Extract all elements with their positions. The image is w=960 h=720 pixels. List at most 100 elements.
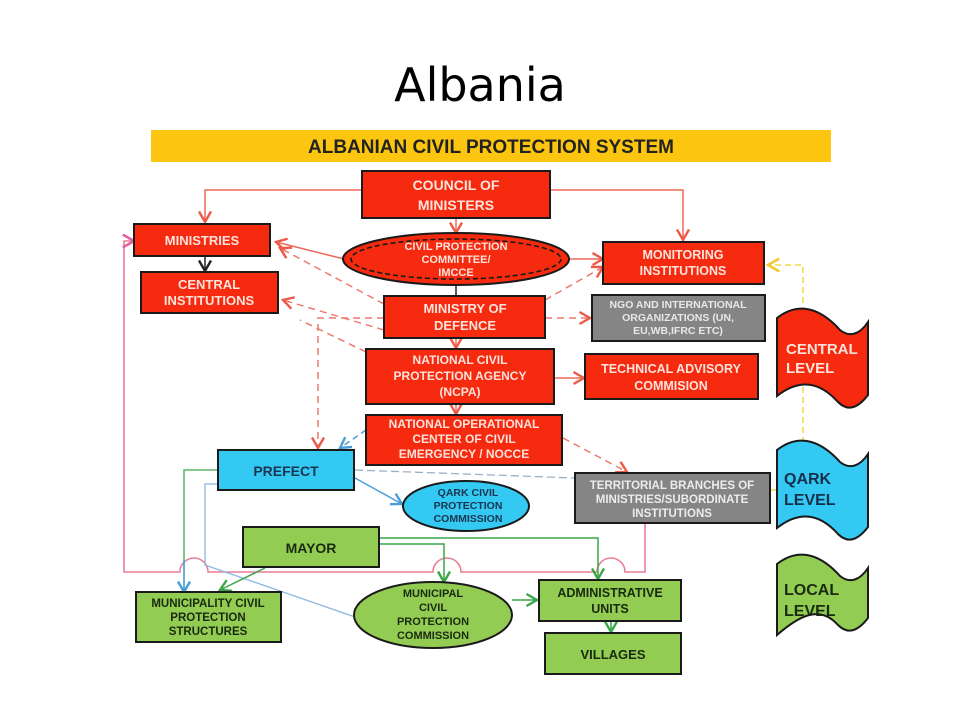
- level-flag-central: CENTRAL LEVEL: [776, 307, 869, 409]
- node-label: CENTER OF CIVIL: [412, 432, 515, 446]
- node-label: ORGANIZATIONS (UN,: [622, 312, 734, 324]
- node-label: NGO AND INTERNATIONAL: [609, 299, 747, 311]
- edge-mod-prefect: [310, 317, 384, 451]
- node-label: UNITS: [591, 602, 629, 616]
- edge-prefect-territorial: [354, 469, 576, 479]
- node-label: CIVIL PROTECTION: [404, 241, 507, 253]
- edge-mod-ministries: [277, 246, 385, 305]
- edge-mayor-municipality: [217, 567, 266, 592]
- banner: [151, 130, 831, 162]
- node-monitoring-institutions: MONITORING INSTITUTIONS: [602, 241, 765, 285]
- node-label: MINISTRIES: [165, 233, 240, 248]
- edge-nocce-prefect: [338, 429, 367, 450]
- node-municipal-commission: MUNICIPAL CIVIL PROTECTION COMMISSION: [353, 581, 513, 649]
- edge-ncpa-central: [299, 319, 367, 353]
- node-label: PROTECTION: [434, 500, 503, 512]
- node-label: PROTECTION AGENCY: [394, 369, 527, 383]
- node-label: NATIONAL OPERATIONAL: [389, 417, 540, 431]
- node-label: STRUCTURES: [169, 626, 248, 638]
- node-label: INSTITUTIONS: [632, 508, 712, 520]
- node-label: COMMISION: [634, 379, 708, 393]
- node-municipality-structures: MUNICIPALITY CIVIL PROTECTION STRUCTURES: [135, 591, 282, 643]
- node-territorial-branches: TERRITORIAL BRANCHES OF MINISTRIES/SUBORD…: [574, 472, 771, 524]
- edge-prefect-qark: [354, 477, 405, 506]
- node-label: COMMITTEE/: [421, 254, 490, 266]
- node-label: MINISTRIES/SUBORDINATE: [596, 494, 749, 506]
- node-label: EU,WB,IFRC ETC): [633, 325, 723, 337]
- level-label: LOCAL: [784, 582, 839, 599]
- node-mayor: MAYOR: [242, 526, 380, 568]
- level-label: LEVEL: [784, 603, 836, 620]
- node-label: MINISTRY OF: [423, 301, 506, 316]
- edge-committee-ministries: [273, 237, 345, 260]
- edge-mayor-commission: [379, 543, 452, 585]
- node-label: IMCCE: [438, 267, 473, 279]
- level-label: LEVEL: [786, 360, 834, 377]
- level-label: LEVEL: [784, 492, 836, 509]
- node-label: QARK CIVIL: [438, 487, 499, 499]
- node-label: MUNICIPAL: [403, 588, 464, 600]
- node-label: CIVIL: [419, 602, 447, 614]
- node-label: TECHNICAL ADVISORY: [601, 362, 741, 376]
- node-label: PROTECTION: [397, 616, 469, 628]
- node-label: MONITORING: [642, 248, 723, 262]
- node-administrative-units: ADMINISTRATIVE UNITS: [538, 579, 682, 622]
- edge-territorial-ministries-loop: [122, 233, 646, 573]
- slide-title: Albania: [394, 58, 566, 112]
- node-label: TERRITORIAL BRANCHES OF: [590, 480, 754, 492]
- node-label: PREFECT: [253, 463, 319, 479]
- node-label: EMERGENCY / NOCCE: [399, 447, 529, 461]
- edge-council-ministries: [197, 189, 362, 225]
- node-label: PROTECTION: [170, 612, 245, 624]
- node-technical-advisory: TECHNICAL ADVISORY COMMISION: [584, 353, 759, 400]
- node-label: INSTITUTIONS: [164, 293, 255, 308]
- node-label: DEFENCE: [434, 318, 496, 333]
- level-flag-qark: QARK LEVEL: [776, 439, 869, 541]
- node-label: COUNCIL OF: [413, 177, 500, 193]
- node-label: MUNICIPALITY CIVIL: [151, 598, 264, 610]
- node-label: CENTRAL: [178, 277, 240, 292]
- node-label: COMMISSION: [434, 513, 503, 525]
- node-label: ADMINISTRATIVE: [557, 586, 662, 600]
- node-label: MINISTERS: [418, 197, 494, 213]
- node-label: COMMISSION: [397, 630, 469, 642]
- node-council-of-ministers: COUNCIL OF MINISTERS: [361, 170, 551, 219]
- level-label: CENTRAL: [786, 341, 858, 358]
- node-label: INSTITUTIONS: [640, 264, 727, 278]
- node-label: MAYOR: [286, 540, 337, 556]
- edge-council-monitoring: [551, 189, 691, 243]
- edge-mod-central: [280, 296, 385, 331]
- node-label: VILLAGES: [580, 647, 645, 662]
- node-prefect: PREFECT: [217, 449, 355, 491]
- edge-mayor-admin: [379, 537, 606, 582]
- level-label: QARK: [784, 471, 832, 488]
- node-ministries: MINISTRIES: [133, 223, 271, 257]
- node-label: NATIONAL CIVIL: [413, 353, 508, 367]
- level-flag-local: LOCAL LEVEL: [776, 553, 869, 638]
- banner-title: ALBANIAN CIVIL PROTECTION SYSTEM: [308, 137, 674, 158]
- node-ministry-of-defence: MINISTRY OF DEFENCE: [383, 295, 546, 339]
- edge-nocce-territorial: [562, 437, 630, 474]
